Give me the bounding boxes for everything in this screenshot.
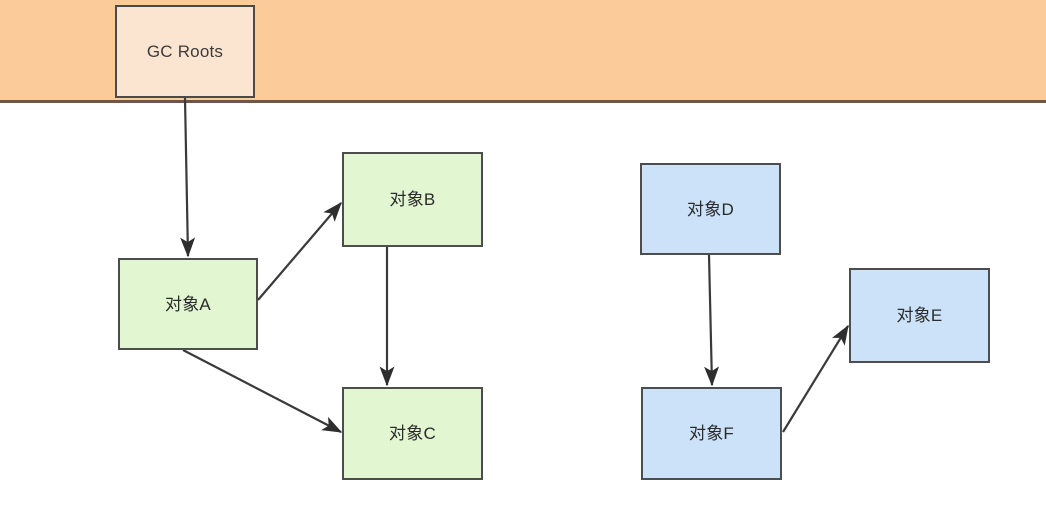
node-object-a-label: 对象A	[165, 294, 211, 314]
node-object-e-label: 对象E	[896, 306, 943, 325]
node-gc-roots-label: GC Roots	[146, 42, 224, 61]
edge-gc-roots-to-object-a	[180, 97, 196, 258]
node-gc-roots[interactable]: GC Roots	[115, 5, 255, 98]
node-object-d-label: 对象D	[687, 199, 734, 219]
node-object-e[interactable]: 对象E	[849, 268, 990, 363]
node-object-c-label: 对象C	[389, 424, 436, 443]
node-object-b-label: 对象B	[389, 190, 436, 209]
edge-object-f-to-object-e	[782, 324, 849, 433]
node-object-d[interactable]: 对象D	[640, 163, 781, 255]
edge-object-d-to-object-f	[704, 254, 720, 387]
node-object-b[interactable]: 对象B	[342, 152, 483, 247]
edge-object-a-to-object-b	[257, 201, 342, 301]
edge-object-a-to-object-c	[182, 349, 343, 433]
node-object-c[interactable]: 对象C	[342, 387, 483, 480]
node-object-f[interactable]: 对象F	[641, 387, 782, 480]
node-object-f-label: 对象F	[689, 424, 734, 443]
node-object-a[interactable]: 对象A	[118, 258, 258, 350]
